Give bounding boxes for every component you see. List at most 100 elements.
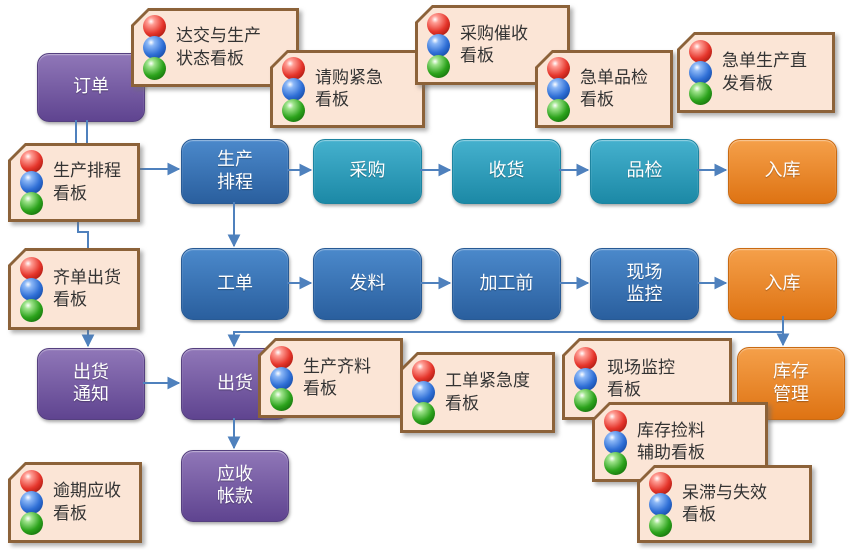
flow-box-label: 现场 监控 <box>626 261 663 306</box>
kanban-dead-and-expired-stock: 呆滞与失效 看板 <box>637 465 812 543</box>
traffic-light-icon <box>20 470 44 535</box>
kanban-overdue-receivable: 逾期应收 看板 <box>8 462 142 543</box>
kanban-site-monitoring: 现场监控 看板 <box>562 338 732 420</box>
flow-box-purchasing: 采购 <box>313 139 422 204</box>
blue-light-icon <box>689 61 712 84</box>
green-light-icon <box>20 512 43 535</box>
kanban-production-schedule: 生产排程 看板 <box>8 143 140 222</box>
green-light-icon <box>649 513 672 537</box>
green-light-icon <box>547 98 570 122</box>
flow-box-material-issue: 发料 <box>313 248 422 320</box>
red-light-icon <box>20 256 43 280</box>
red-light-icon <box>270 345 293 369</box>
blue-light-icon <box>20 277 43 301</box>
flow-box-shipping-notice: 出货 通知 <box>37 348 145 420</box>
kanban-delivery-production-status: 达交与生产 状态看板 <box>131 8 299 87</box>
red-light-icon <box>20 470 43 493</box>
flow-box-warehousing-2: 入库 <box>728 248 837 320</box>
blue-light-icon <box>427 33 450 57</box>
blue-light-icon <box>649 492 672 516</box>
kanban-purchase-expedite: 采购催收 看板 <box>415 5 570 85</box>
flow-box-label: 工单 <box>217 272 253 294</box>
flow-box-order: 订单 <box>37 53 145 122</box>
flow-box-label: 发料 <box>349 272 386 294</box>
kanban-urgent-direct-ship: 急单生产直 发看板 <box>677 32 835 113</box>
kanban-note-label: 逾期应收 看板 <box>53 481 121 524</box>
traffic-light-icon <box>604 409 628 475</box>
kanban-complete-order-shipment: 齐单出货 看板 <box>8 248 140 330</box>
blue-light-icon <box>574 367 597 391</box>
kanban-note-label: 采购催收 看板 <box>460 23 528 66</box>
kanban-note-label: 现场监控 看板 <box>607 357 675 400</box>
flow-box-label: 入库 <box>764 160 801 182</box>
green-light-icon <box>427 54 450 78</box>
kanban-note-label: 生产排程 看板 <box>53 161 121 204</box>
traffic-light-icon <box>143 15 167 80</box>
flow-box-pre-processing: 加工前 <box>452 248 561 320</box>
traffic-light-icon <box>689 40 713 105</box>
traffic-light-icon <box>20 256 44 322</box>
kanban-note-label: 急单生产直 发看板 <box>722 51 807 94</box>
kanban-note-label: 急单品检 看板 <box>580 67 648 110</box>
green-light-icon <box>20 298 43 322</box>
traffic-light-icon <box>649 471 673 537</box>
blue-light-icon <box>547 77 570 101</box>
green-light-icon <box>282 98 305 122</box>
green-light-icon <box>574 388 597 412</box>
blue-light-icon <box>20 171 43 194</box>
kanban-note-label: 生产齐料 看板 <box>303 356 371 399</box>
kanban-urgent-order-qc: 急单品检 看板 <box>535 50 673 128</box>
flow-box-label: 加工前 <box>479 272 534 294</box>
blue-light-icon <box>412 381 435 404</box>
flow-box-label: 入库 <box>764 272 801 294</box>
blue-light-icon <box>20 491 43 514</box>
kanban-note-label: 达交与生产 状态看板 <box>176 26 261 69</box>
flow-box-label: 采购 <box>349 160 386 182</box>
traffic-light-icon <box>574 346 598 412</box>
flow-box-label: 出货 通知 <box>73 361 109 406</box>
flow-box-work-order: 工单 <box>181 248 289 320</box>
kanban-note-label: 呆滞与失效 看板 <box>682 482 767 525</box>
flow-box-label: 品检 <box>626 160 663 182</box>
green-light-icon <box>270 387 293 411</box>
traffic-light-icon <box>20 150 44 215</box>
flow-box-warehousing-1: 入库 <box>728 139 837 204</box>
red-light-icon <box>427 12 450 36</box>
traffic-light-icon <box>282 56 306 122</box>
red-light-icon <box>649 471 672 495</box>
kanban-note-label: 库存捡料 辅助看板 <box>637 420 705 463</box>
blue-light-icon <box>604 430 627 454</box>
kanban-note-label: 齐单出货 看板 <box>53 267 121 310</box>
blue-light-icon <box>270 366 293 390</box>
red-light-icon <box>547 56 570 80</box>
red-light-icon <box>143 15 166 38</box>
green-light-icon <box>412 402 435 425</box>
traffic-light-icon <box>412 360 436 425</box>
red-light-icon <box>604 409 627 433</box>
flow-box-label: 订单 <box>73 76 109 98</box>
kanban-urgent-requisition: 请购紧急 看板 <box>270 50 425 128</box>
kanban-work-order-urgency: 工单紧急度 看板 <box>400 352 555 433</box>
green-light-icon <box>143 57 166 80</box>
green-light-icon <box>689 82 712 105</box>
flow-box-accounts-receivable: 应收 帐款 <box>181 450 289 522</box>
red-light-icon <box>20 150 43 173</box>
traffic-light-icon <box>270 345 294 411</box>
blue-light-icon <box>282 77 305 101</box>
red-light-icon <box>412 360 435 383</box>
flow-box-label: 出货 <box>217 372 253 394</box>
flow-box-label: 收货 <box>488 160 525 182</box>
green-light-icon <box>604 451 627 475</box>
schedule-kanban-to-complete-shipment-line <box>77 222 89 248</box>
traffic-light-icon <box>547 56 571 122</box>
kanban-note-label: 工单紧急度 看板 <box>445 371 530 414</box>
blue-light-icon <box>143 36 166 59</box>
red-light-icon <box>574 346 597 370</box>
red-light-icon <box>689 40 712 63</box>
traffic-light-icon <box>427 12 451 78</box>
flow-box-production-scheduling: 生产 排程 <box>181 139 289 204</box>
kanban-note-label: 请购紧急 看板 <box>315 67 383 110</box>
flow-box-label: 库存 管理 <box>773 361 809 405</box>
flow-box-label: 应收 帐款 <box>217 463 253 508</box>
